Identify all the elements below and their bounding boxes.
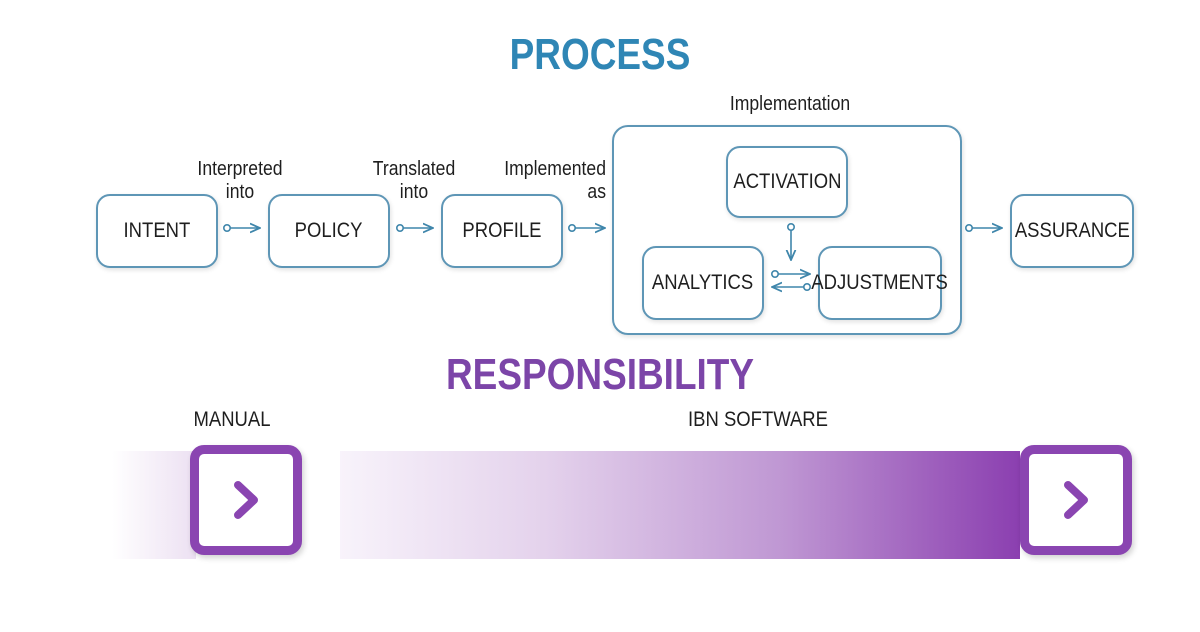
- arrow-implementation-assurance: [964, 225, 1002, 231]
- node-analytics: ANALYTICS: [642, 246, 764, 320]
- responsibility-gradient-bar: [340, 451, 1020, 559]
- arrow-policy-profile: [395, 225, 433, 231]
- node-activation: ACTIVATION: [726, 146, 848, 218]
- ibn-software-label: IBN SOFTWARE: [668, 408, 848, 431]
- node-adjustments-label: ADJUSTMENTS: [811, 271, 949, 294]
- manual-marker: [190, 445, 302, 555]
- node-profile: PROFILE: [441, 194, 563, 268]
- edge-label-translated: Translated into: [362, 158, 466, 204]
- node-assurance-label: ASSURANCE: [1014, 219, 1130, 242]
- node-assurance: ASSURANCE: [1010, 194, 1134, 268]
- chevron-right-icon: [234, 481, 258, 519]
- responsibility-title: RESPONSIBILITY: [445, 350, 755, 399]
- implementation-group-frame: [612, 125, 962, 335]
- node-policy-label: POLICY: [295, 219, 363, 242]
- ibn-software-marker: [1020, 445, 1132, 555]
- manual-label-text: MANUAL: [193, 408, 271, 431]
- edge-label-implemented: Implemented as: [486, 158, 606, 204]
- edge-label-implemented-line2: as: [587, 181, 606, 203]
- arrow-activation-adjustments: [788, 223, 794, 260]
- edge-label-interpreted-line2: into: [225, 181, 255, 203]
- manual-gradient: [112, 451, 196, 559]
- arrow-adjustments-analytics: [772, 284, 811, 290]
- edge-label-implemented-line1: Implemented: [504, 158, 606, 180]
- edge-label-translated-line2: into: [399, 181, 429, 203]
- arrow-intent-policy: [223, 225, 260, 231]
- manual-label: MANUAL: [172, 408, 292, 431]
- node-activation-label: ACTIVATION: [732, 170, 842, 193]
- node-intent-label: INTENT: [123, 219, 191, 242]
- node-adjustments: ADJUSTMENTS: [812, 246, 948, 320]
- node-analytics-label: ANALYTICS: [652, 271, 754, 294]
- node-profile-label: PROFILE: [462, 219, 542, 242]
- implementation-group-label-text: Implementation: [729, 93, 851, 115]
- edge-label-interpreted: Interpreted into: [188, 158, 292, 204]
- process-title: PROCESS: [509, 30, 691, 79]
- ibn-software-label-text: IBN SOFTWARE: [688, 408, 828, 431]
- implementation-group-label: Implementation: [700, 93, 880, 116]
- node-intent: INTENT: [96, 194, 218, 268]
- edge-label-interpreted-line1: Interpreted: [197, 158, 283, 180]
- chevron-right-icon: [1064, 481, 1088, 519]
- node-policy: POLICY: [268, 194, 390, 268]
- arrow-profile-implementation: [567, 225, 605, 231]
- edge-label-translated-line1: Translated: [372, 158, 456, 180]
- arrow-analytics-adjustments: [770, 271, 810, 277]
